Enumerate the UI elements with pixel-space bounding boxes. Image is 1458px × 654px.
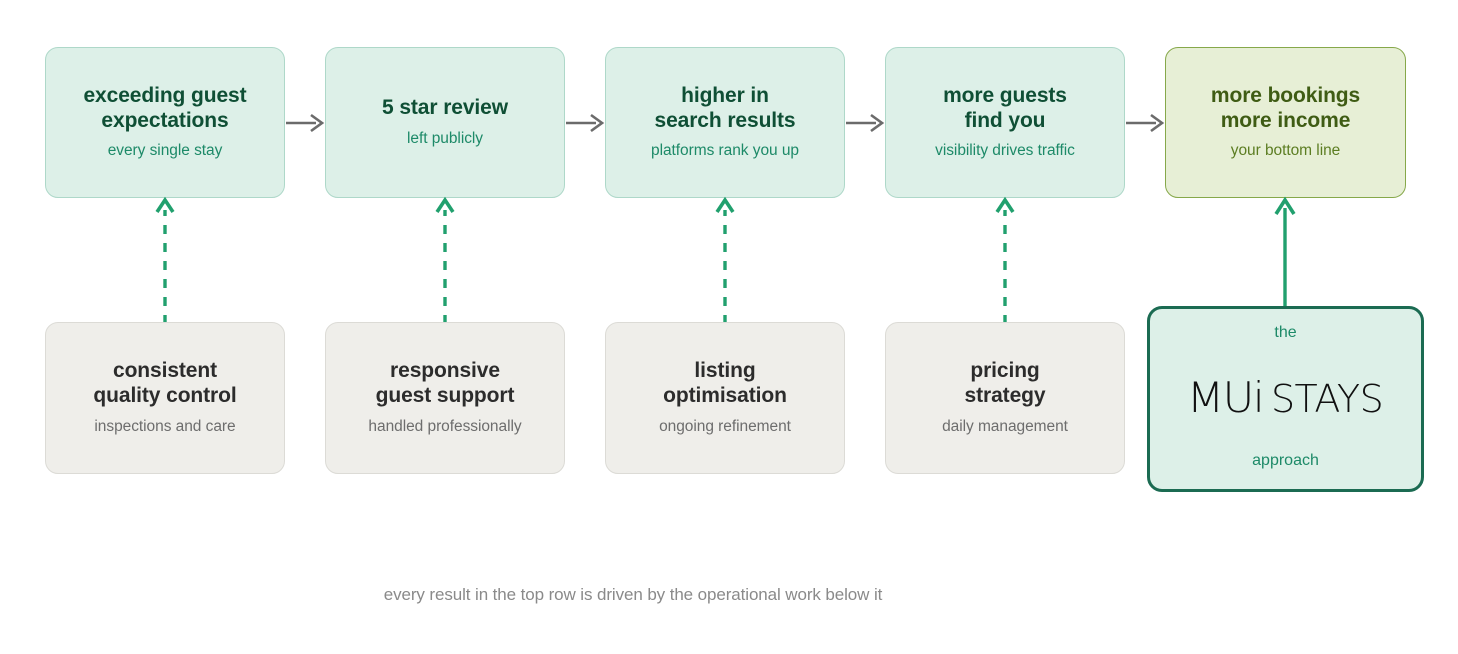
result-node-3: higher in search results platforms rank … bbox=[605, 47, 845, 198]
result-node-5-title: more bookings more income bbox=[1210, 83, 1361, 132]
brand-approach-label: approach bbox=[1252, 452, 1319, 469]
work-node-4: pricing strategy daily management bbox=[885, 322, 1125, 474]
brand-logo: MUi STAYS bbox=[1186, 372, 1384, 422]
support-arrow-2 bbox=[435, 196, 455, 324]
result-node-1: exceeding guest expectations every singl… bbox=[45, 47, 285, 198]
work-node-1-subtitle: inspections and care bbox=[94, 417, 236, 435]
result-node-1-subtitle: every single stay bbox=[107, 142, 223, 160]
work-node-2-subtitle: handled professionally bbox=[368, 417, 522, 435]
brand-logo-stays: STAYS bbox=[1270, 376, 1384, 421]
flow-arrow-4-to-5 bbox=[1126, 113, 1165, 133]
result-node-4: more guests find you visibility drives t… bbox=[885, 47, 1125, 198]
work-node-1-title: consistent quality control bbox=[93, 359, 237, 408]
support-arrow-4 bbox=[995, 196, 1015, 324]
work-node-1: consistent quality control inspections a… bbox=[45, 322, 285, 474]
flow-arrow-1-to-2 bbox=[286, 113, 325, 133]
result-node-5-subtitle: your bottom line bbox=[1230, 142, 1341, 160]
brand-logo-mui: MUi bbox=[1186, 372, 1265, 422]
result-node-4-subtitle: visibility drives traffic bbox=[935, 142, 1075, 160]
flow-arrow-3-to-4 bbox=[846, 113, 885, 133]
brand-approach-box: the MUi STAYS approach bbox=[1147, 306, 1424, 492]
support-arrow-brand bbox=[1274, 196, 1296, 306]
result-node-4-title: more guests find you bbox=[943, 83, 1067, 132]
work-node-2-title: responsive guest support bbox=[375, 359, 515, 408]
result-node-5-outcome: more bookings more income your bottom li… bbox=[1165, 47, 1406, 198]
result-node-3-subtitle: platforms rank you up bbox=[651, 142, 799, 160]
work-node-4-title: pricing strategy bbox=[964, 359, 1046, 408]
result-node-2: 5 star review left publicly bbox=[325, 47, 565, 198]
diagram-caption: every result in the top row is driven by… bbox=[383, 585, 883, 604]
brand-the-label: the bbox=[1274, 324, 1297, 341]
support-arrow-3 bbox=[715, 196, 735, 324]
work-node-3: listing optimisation ongoing refinement bbox=[605, 322, 845, 474]
work-node-3-title: listing optimisation bbox=[663, 359, 787, 408]
support-arrow-1 bbox=[155, 196, 175, 324]
work-node-4-subtitle: daily management bbox=[942, 417, 1068, 435]
result-node-3-title: higher in search results bbox=[654, 83, 796, 132]
work-node-3-subtitle: ongoing refinement bbox=[659, 417, 791, 435]
result-node-1-title: exceeding guest expectations bbox=[83, 83, 247, 132]
result-node-2-title: 5 star review bbox=[382, 96, 508, 120]
flow-arrow-2-to-3 bbox=[566, 113, 605, 133]
result-node-2-subtitle: left publicly bbox=[406, 130, 484, 148]
work-node-2: responsive guest support handled profess… bbox=[325, 322, 565, 474]
